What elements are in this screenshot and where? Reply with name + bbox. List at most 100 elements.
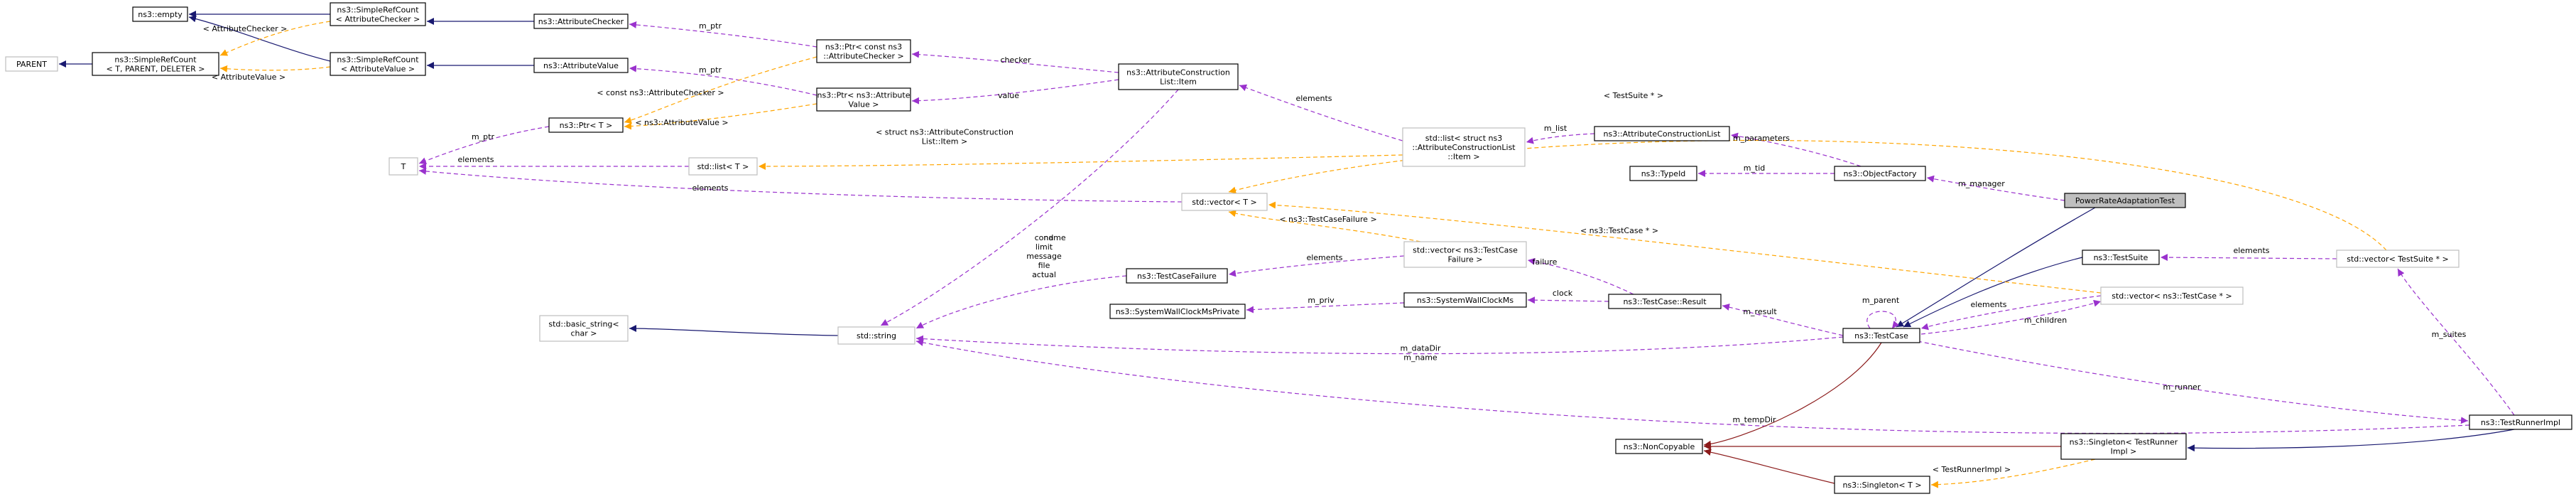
class-node-std-list-t[interactable]: std::list< T > — [688, 157, 758, 176]
class-node-std-vector-ts[interactable]: std::vector< TestSuite * > — [2336, 250, 2460, 268]
class-node-attributeconstructionlist[interactable]: ns3::AttributeConstructionList — [1594, 126, 1730, 141]
edge-label-line: message — [1026, 252, 1062, 261]
class-node-typeid[interactable]: ns3::TypeId — [1629, 166, 1697, 181]
class-node-label-line: ns3::TestCase — [1854, 331, 1908, 341]
class-node-box — [1402, 127, 1526, 167]
class-node-box — [2336, 250, 2460, 268]
edge-acl_item-ptr_const_ac — [911, 50, 1119, 73]
class-node-label: std::list< struct ns3::AttributeConstruc… — [1412, 134, 1516, 161]
edge-label-elements_tcf: elements — [1306, 253, 1342, 262]
class-node-box — [533, 58, 629, 73]
class-node-label-line: ns3::TestRunnerImpl — [2481, 418, 2560, 427]
class-node-box — [2082, 250, 2160, 265]
edge-label-line: < TestSuite * > — [1604, 91, 1663, 100]
edge-label-line: m_list — [1544, 124, 1567, 133]
class-node-basic-string[interactable]: std::basic_string<char > — [539, 315, 629, 342]
class-node-label: ns3::Ptr< T > — [560, 121, 613, 130]
edge-acl_item-ptr_av — [911, 79, 1119, 104]
class-node-attributevalue[interactable]: ns3::AttributeValue — [533, 58, 629, 73]
edge-std_vector_tc-tc — [1920, 295, 2102, 331]
class-node-box — [330, 2, 426, 26]
class-node-std-list-item[interactable]: std::list< struct ns3::AttributeConstruc… — [1402, 127, 1526, 167]
class-node-label-line: ::Item > — [1447, 152, 1479, 161]
edge-label-line: m_tempDir — [1732, 415, 1776, 424]
class-node-box — [388, 157, 418, 176]
class-node-label: ns3::TestCase — [1854, 331, 1908, 341]
class-node-std-vector-t[interactable]: std::vector< T > — [1181, 193, 1268, 211]
edge-label-line: limit — [1036, 242, 1053, 252]
class-node-singleton-t[interactable]: ns3::Singleton< T > — [1834, 476, 1930, 494]
class-node-box — [548, 117, 624, 133]
class-node-attributechecker[interactable]: ns3::AttributeChecker — [533, 14, 629, 29]
edge-label-elements_tc: elements — [1970, 300, 2006, 309]
class-node-box — [2064, 193, 2186, 208]
class-node-label: ns3::Ptr< const ns3::AttributeChecker > — [823, 43, 903, 61]
class-node-systemwallclockmsprivate[interactable]: ns3::SystemWallClockMsPrivate — [1109, 304, 1246, 319]
class-node-label-line: ns3::TypeId — [1641, 169, 1686, 178]
edge-testcase-std_vector_tc — [1920, 299, 2102, 335]
class-node-simplerefcount-av[interactable]: ns3::SimpleRefCount< AttributeValue > — [330, 52, 426, 76]
class-node-label-line: ns3::SimpleRefCount — [337, 6, 419, 15]
edge-label-line: < AttributeChecker > — [203, 24, 288, 33]
edge-ptr_const_ac-ac — [629, 21, 817, 48]
class-node-testrunnerimpl[interactable]: ns3::TestRunnerImpl — [2469, 414, 2572, 430]
class-node-label: PARENT — [16, 60, 47, 69]
class-node-objectfactory[interactable]: ns3::ObjectFactory — [1834, 166, 1926, 181]
edge-label-elements_ts: elements — [2233, 246, 2269, 255]
edge-prat-of — [1926, 175, 2065, 201]
edge-label-m_parent: m_parent — [1862, 296, 1900, 305]
edge-label-clock: clock — [1553, 289, 1573, 298]
class-node-testcase-result[interactable]: ns3::TestCase::Result — [1608, 294, 1722, 309]
class-node-t[interactable]: T — [388, 157, 418, 176]
class-node-label-line: < AttributeValue > — [341, 65, 415, 74]
edge-label-m_runner: m_runner — [2163, 382, 2201, 392]
edge-std_vector_t-ts — [1228, 139, 2387, 251]
edge-result-tcf — [1527, 257, 1634, 295]
class-node-label-line: ::AttributeChecker > — [823, 52, 903, 61]
class-node-box — [92, 52, 219, 76]
class-node-ptr-const-ac[interactable]: ns3::Ptr< const ns3::AttributeChecker > — [816, 39, 911, 63]
edge-ptr_t-t — [418, 126, 550, 164]
class-node-label: ns3::SystemWallClockMsPrivate — [1116, 307, 1240, 316]
class-node-label: std::basic_string<char > — [548, 320, 619, 338]
class-node-testcasefailure[interactable]: ns3::TestCaseFailure — [1126, 268, 1228, 284]
class-node-std-vector-tc[interactable]: std::vector< ns3::TestCase * > — [2100, 286, 2244, 305]
edge-label-line: m_tid — [1744, 163, 1766, 173]
edge-label-line: List::Item > — [922, 137, 967, 146]
edge-testcase-string — [915, 335, 1844, 355]
class-node-systemwallclockms[interactable]: ns3::SystemWallClockMs — [1403, 292, 1527, 308]
class-node-simplerefcount-tpd[interactable]: ns3::SimpleRefCount< T, PARENT, DELETER … — [92, 52, 219, 76]
edge-ptr_t-ptr_const_ac — [624, 56, 817, 124]
class-node-box — [5, 56, 58, 72]
class-node-label: ns3::TypeId — [1641, 169, 1686, 178]
edge-acl_item-string — [880, 89, 1179, 326]
class-node-label-line: ns3::Ptr< T > — [560, 121, 613, 130]
class-node-poweratetest[interactable]: PowerRateAdaptationTest — [2064, 193, 2186, 208]
class-node-ptr-t[interactable]: ns3::Ptr< T > — [548, 117, 624, 133]
edge-label-m_children: m_children — [2024, 316, 2067, 325]
class-node-box — [1126, 268, 1228, 284]
edge-label-line: < AttributeValue > — [212, 73, 286, 82]
class-node-noncopyable[interactable]: ns3::NonCopyable — [1615, 439, 1703, 454]
class-node-testcase[interactable]: ns3::TestCase — [1842, 328, 1920, 343]
class-node-parent[interactable]: PARENT — [5, 56, 58, 72]
class-node-std-string[interactable]: std::string — [837, 326, 915, 345]
edge-label-m_tid: m_tid — [1744, 163, 1766, 173]
edge-label-elements_item: elements — [1295, 94, 1332, 103]
edge-label-m_tempdir: m_tempDir — [1732, 415, 1776, 424]
class-node-label-line: ::AttributeConstructionList — [1412, 143, 1516, 152]
edge-label-line: m_runner — [2163, 382, 2201, 392]
class-node-label: T — [401, 162, 406, 171]
edge-std_list_t-std_list_item — [758, 154, 1403, 170]
class-node-testsuite[interactable]: ns3::TestSuite — [2082, 250, 2160, 265]
class-node-simplerefcount-ac[interactable]: ns3::SimpleRefCount< AttributeChecker > — [330, 2, 426, 26]
class-node-empty[interactable]: ns3::empty — [132, 6, 188, 22]
edges-layer — [59, 11, 2515, 488]
